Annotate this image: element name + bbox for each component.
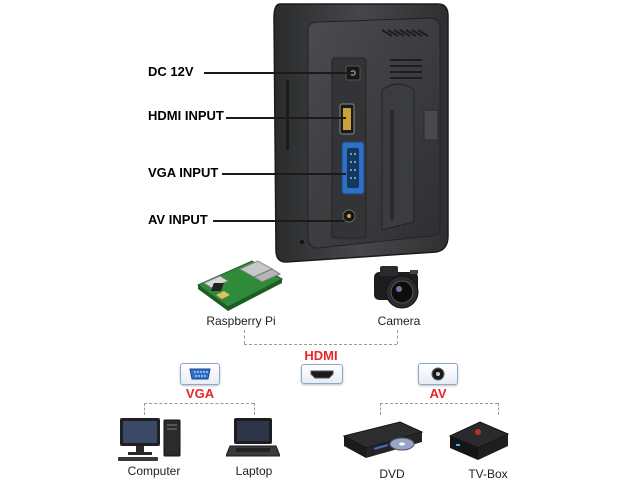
vga-title: VGA: [185, 386, 215, 401]
computer-image: [118, 418, 181, 461]
vga-input-label: VGA INPUT: [148, 165, 219, 180]
raspberry-pi-image: [197, 260, 284, 311]
vga-input-leader: [222, 173, 346, 175]
av-input-leader: [213, 220, 345, 222]
camera-image: [374, 266, 419, 309]
av-group-line-left: [380, 403, 381, 415]
hdmi-group-line-right: [397, 330, 398, 344]
dvd-caption: DVD: [379, 467, 405, 481]
hdmi-group-line: [244, 344, 397, 345]
dc-12v-leader: [204, 72, 354, 74]
dc-12v-label: DC 12V: [148, 64, 194, 79]
camera-caption: Camera: [377, 314, 421, 328]
hdmi-port-icon: [339, 103, 355, 135]
vga-group-line-right: [254, 403, 255, 415]
hdmi-group-line-left: [244, 330, 245, 344]
vga-group-line: [144, 403, 254, 404]
vga-port-icon: [341, 141, 365, 195]
vga-group-line-left: [144, 403, 145, 415]
hdmi-title: HDMI: [304, 348, 338, 363]
av-connector-icon: [418, 363, 458, 385]
vga-connector-icon: [180, 363, 220, 385]
monitor-rear-view: [273, 3, 449, 263]
computer-caption: Computer: [127, 464, 181, 478]
hdmi-connector-icon: [301, 364, 343, 384]
av-title: AV: [429, 386, 447, 401]
hdmi-input-leader: [226, 117, 346, 119]
av-group-line: [380, 403, 498, 404]
dvd-image: [342, 421, 424, 458]
tv-box-image: [448, 421, 510, 460]
laptop-caption: Laptop: [235, 464, 273, 478]
av-input-label: AV INPUT: [148, 212, 208, 227]
tv-box-caption: TV-Box: [468, 467, 508, 481]
av-group-line-right: [498, 403, 499, 415]
raspberry-pi-caption: Raspberry Pi: [206, 314, 276, 328]
hdmi-input-label: HDMI INPUT: [148, 108, 224, 123]
laptop-image: [226, 418, 280, 457]
